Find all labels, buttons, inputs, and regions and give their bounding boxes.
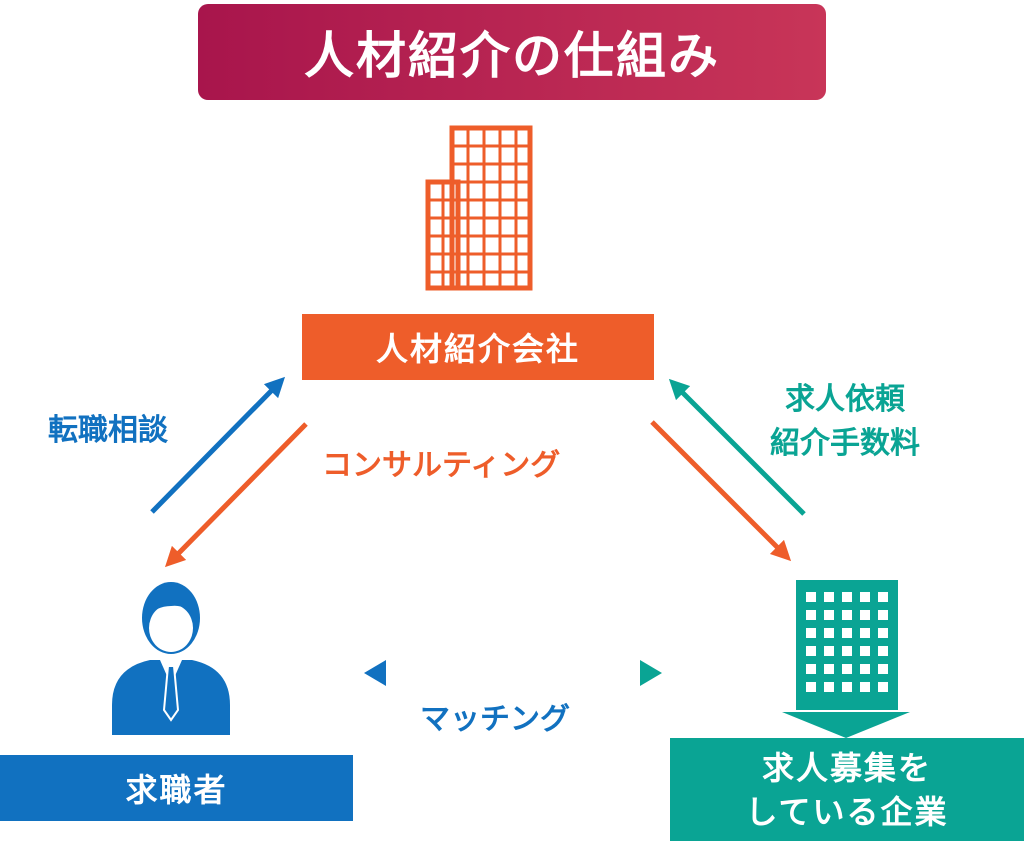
agency-label: 人材紹介会社 <box>375 330 580 368</box>
arrow-agency-to-company <box>650 420 792 562</box>
agency-node: 人材紹介会社 <box>302 314 654 380</box>
job-request-line2: 紹介手数料 <box>770 426 920 461</box>
job-request-label: 求人依頼 紹介手数料 <box>770 378 920 466</box>
seeker-node: 求職者 <box>0 755 353 821</box>
office-building-icon <box>425 125 533 291</box>
arrow-company-to-agency <box>668 378 806 516</box>
arrow-matching <box>364 660 662 686</box>
arrow-seeker-to-agency <box>150 376 286 514</box>
seeker-label: 求職者 <box>125 771 228 809</box>
matching-label: マッチング <box>420 702 570 737</box>
arrow-agency-to-seeker <box>164 422 308 568</box>
company-label-line1: 求人募集を <box>761 748 932 787</box>
businessman-icon <box>112 582 230 735</box>
company-node: 求人募集を している企業 <box>670 738 1024 841</box>
job-request-line1: 求人依頼 <box>785 382 905 417</box>
company-label-line2: している企業 <box>745 792 949 831</box>
company-building-icon <box>782 580 910 738</box>
career-consult-label: 転職相談 <box>48 413 168 448</box>
consulting-label: コンサルティング <box>322 448 561 483</box>
page-title: 人材紹介の仕組み <box>198 4 826 100</box>
